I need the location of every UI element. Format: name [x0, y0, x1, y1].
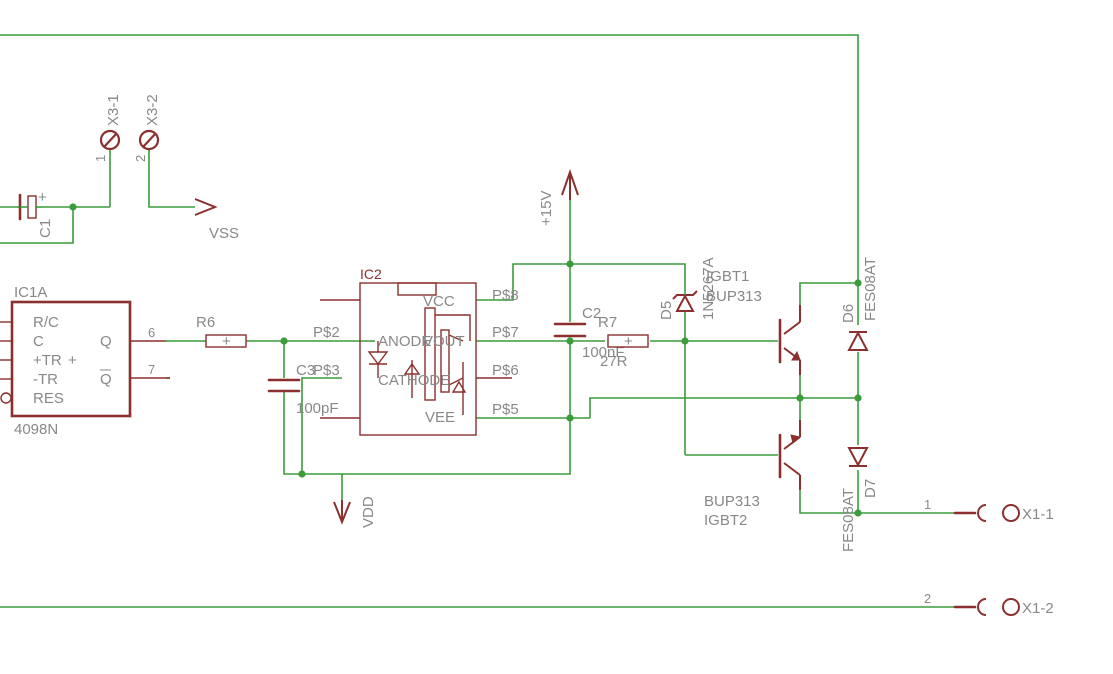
ic1a-pin-tr-plus: +TR — [33, 352, 62, 369]
c1-plus-label: + — [38, 189, 47, 206]
r7-plus: + — [624, 333, 633, 350]
d7-part: FES08AT — [840, 488, 857, 552]
ic1a-pin-7: 7 — [148, 362, 155, 377]
resistor-r6[interactable]: R6 + — [196, 314, 247, 350]
ic2-ps2: P$2 — [313, 324, 340, 341]
ic1a-name: IC1A — [14, 284, 47, 301]
ic2-vcc: VCC — [423, 293, 455, 310]
d6-part: FES08AT — [862, 257, 879, 321]
wires — [0, 34, 955, 608]
x3-1-pin: 1 — [93, 155, 108, 162]
ic1a-q: Q — [100, 333, 112, 350]
capacitor-c3[interactable]: C3 100pF — [267, 362, 339, 417]
igbt1-part: BUP313 — [706, 288, 762, 305]
ic2-vee: VEE — [425, 409, 455, 426]
d5-part: 1N5267A — [700, 257, 717, 320]
ic2-ps3: P$3 — [313, 362, 340, 379]
c3-value: 100pF — [296, 400, 339, 417]
plus15v-supply: +15V — [538, 168, 579, 226]
ic1a-pin-rc: R/C — [33, 314, 59, 331]
igbt1-label: IGBT1 — [706, 268, 749, 285]
ic2-ps7: P$7 — [492, 324, 519, 341]
ic2-anode: ANODE — [378, 333, 431, 350]
ic1a-4098n[interactable]: IC1A R/C C +TR -TR RES + Q Q 6 7 4098N — [0, 284, 170, 438]
vdd-supply: VDD — [333, 496, 377, 528]
x1-1-pin: 1 — [924, 497, 931, 512]
igbt2-part: BUP313 — [704, 493, 760, 510]
ic2-vout: VOUT — [423, 333, 465, 350]
ic1a-plus: + — [68, 352, 77, 369]
ic1a-pin-c: C — [33, 333, 44, 350]
resistor-r7[interactable]: R7 27R + — [598, 314, 649, 370]
x3-1-label: X3-1 — [105, 94, 122, 126]
zener-d5[interactable]: D5 1N5267A — [658, 257, 717, 320]
diode-d6[interactable]: D6 FES08AT — [840, 257, 879, 351]
capacitor-c1[interactable]: + C1 — [18, 189, 54, 238]
ic2-ps8: P$8 — [492, 287, 519, 304]
d5-label: D5 — [658, 301, 675, 320]
c3-label: C3 — [296, 362, 315, 379]
vss-label: VSS — [209, 225, 239, 242]
d6-label: D6 — [840, 304, 857, 323]
ic2-ps6: P$6 — [492, 362, 519, 379]
ic2-optocoupler[interactable]: IC2 VCC ANODE VOUT CATHODE VEE P$8 P$7 P… — [313, 266, 519, 436]
ic1a-qbar: Q — [100, 371, 112, 388]
ic2-cathode: CATHODE — [378, 372, 450, 389]
r7-value: 27R — [600, 353, 628, 370]
ic2-ps5: P$5 — [492, 401, 519, 418]
igbt2-label: IGBT2 — [704, 512, 747, 529]
ic1a-part: 4098N — [14, 421, 58, 438]
c2-value: 100nF — [582, 344, 625, 361]
diode-d7[interactable]: D7 FES08AT — [840, 447, 879, 552]
vss-supply: VSS — [194, 198, 239, 242]
r6-label: R6 — [196, 314, 215, 331]
d7-label: D7 — [862, 479, 879, 498]
terminal-x3-1[interactable]: X3-1 1 — [93, 94, 122, 162]
r6-plus: + — [222, 333, 231, 350]
x1-1-label: X1-1 — [1022, 506, 1054, 523]
c2-label: C2 — [582, 305, 601, 322]
ic2-name: IC2 — [360, 266, 382, 282]
r7-label: R7 — [598, 314, 617, 331]
junctions — [69, 203, 862, 517]
x3-2-pin: 2 — [133, 155, 148, 162]
terminal-x1-1[interactable]: 1 X1-1 — [924, 497, 1054, 523]
capacitor-c2[interactable]: C2 100nF — [553, 305, 625, 361]
ic1a-pin-6: 6 — [148, 325, 155, 340]
x3-2-label: X3-2 — [144, 94, 161, 126]
ic1a-pin-res: RES — [33, 390, 64, 407]
ic1a-pin-tr-minus: -TR — [33, 371, 58, 388]
vdd-label: VDD — [360, 496, 377, 528]
terminal-x1-2[interactable]: 2 X1-2 — [924, 591, 1054, 617]
igbt2-bup313[interactable]: BUP313 IGBT2 — [704, 420, 802, 529]
x1-2-label: X1-2 — [1022, 600, 1054, 617]
igbt1-bup313[interactable]: IGBT1 BUP313 — [706, 268, 801, 375]
terminal-x3-2[interactable]: X3-2 2 — [133, 94, 161, 162]
x1-2-pin: 2 — [924, 591, 931, 606]
c1-label: C1 — [37, 219, 54, 238]
plus15v-label: +15V — [538, 191, 555, 226]
